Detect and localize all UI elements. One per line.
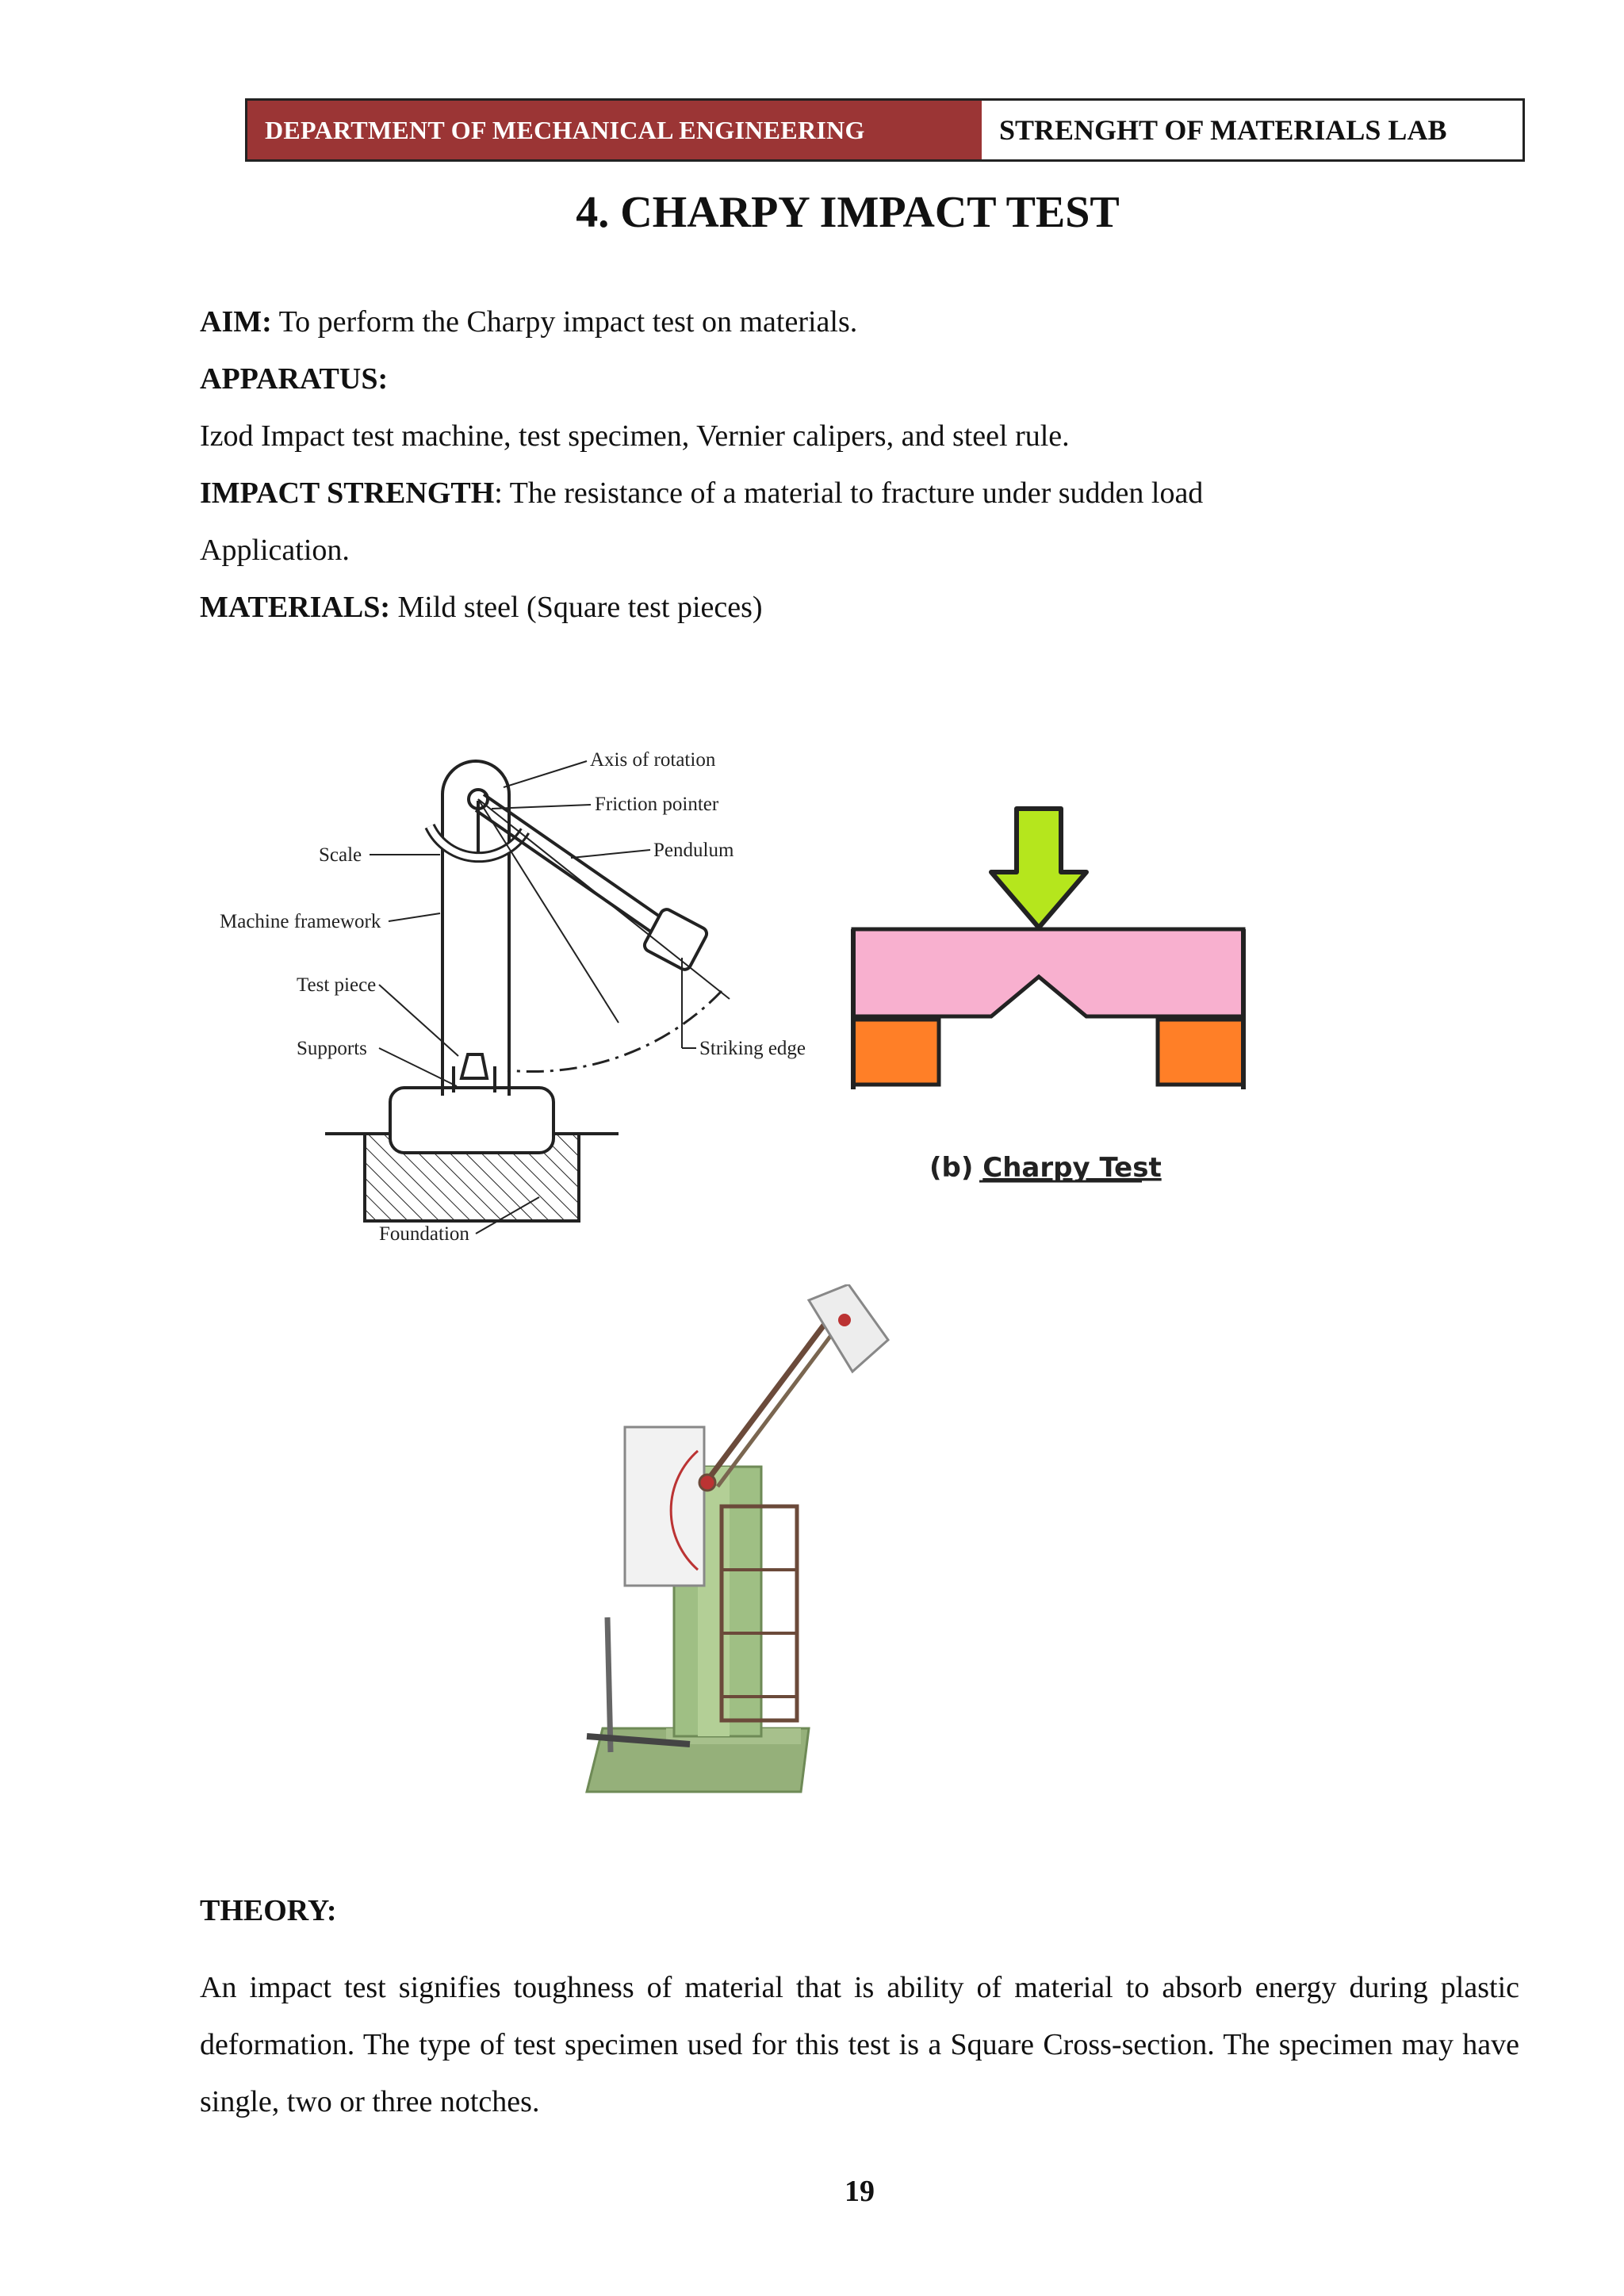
pendulum-head (642, 908, 709, 971)
release-lever (604, 1617, 614, 1753)
label-pendulum: Pendulum (653, 840, 734, 861)
theory-paragraph: An impact test signifies toughness of ma… (200, 1971, 1519, 2118)
label-test-piece: Test piece (297, 974, 376, 996)
test-piece (459, 1053, 489, 1080)
materials-line: MATERIALS: Mild steel (Square test piece… (200, 590, 763, 626)
label-scale: Scale (319, 844, 362, 866)
scale-panel (623, 1425, 706, 1587)
charpy-specimen-diagram: (b) Charpy Test (851, 806, 1246, 1184)
materials-text: Mild steel (Square test pieces) (390, 591, 763, 624)
label-friction-pointer: Friction pointer (595, 794, 719, 815)
pendulum-arm-photo (703, 1322, 827, 1485)
impact-strength-text: : The resistance of a material to fractu… (494, 476, 1204, 510)
impact-strength-label: IMPACT STRENGTH (200, 476, 495, 510)
label-striking-edge: Striking edge (699, 1038, 806, 1059)
impact-machine-photo (585, 1284, 891, 1793)
aim-text: To perform the Charpy impact test on mat… (271, 305, 858, 339)
label-foundation: Foundation (379, 1223, 469, 1245)
impact-strength-continuation: Application. (200, 534, 350, 567)
lab-name: STRENGHT OF MATERIALS LAB (982, 101, 1522, 159)
apparatus-label: APPARATUS: (200, 362, 389, 396)
caption-link: Charpy Test (982, 1152, 1161, 1184)
aim-label: AIM: (200, 305, 272, 339)
label-axis-of-rotation: Axis of rotation (590, 749, 716, 771)
pendulum-arm (474, 809, 672, 947)
apparatus-text: Izod Impact test machine, test specimen,… (200, 419, 1070, 453)
page-title: 4. CHARPY IMPACT TEST (576, 188, 1120, 237)
swing-path (507, 989, 723, 1073)
notched-specimen (851, 927, 1246, 1019)
apparatus-heading: APPARATUS: (200, 362, 388, 398)
aim-line: AIM: To perform the Charpy impact test o… (200, 304, 857, 341)
theory-heading: THEORY: (200, 1894, 337, 1927)
svg-text:(b) Charpy Test: (b) Charpy Test (929, 1152, 1162, 1184)
label-machine-framework: Machine framework (220, 911, 381, 932)
pivot-photo (698, 1473, 717, 1492)
impact-machine-diagram: Axis of rotation Friction pointer Pendul… (220, 749, 806, 1245)
support-block-right (1155, 1017, 1246, 1087)
safety-guard (719, 1504, 799, 1723)
pendulum-hammer (806, 1284, 891, 1374)
machine-column (441, 760, 511, 1096)
page-number: 19 (845, 2175, 875, 2208)
materials-label: MATERIALS: (200, 591, 390, 624)
support-block-left (851, 1017, 941, 1087)
page-header: DEPARTMENT OF MECHANICAL ENGINEERING STR… (245, 98, 1525, 162)
machine-base (389, 1086, 555, 1154)
label-supports: Supports (297, 1038, 367, 1059)
impact-strength-line: IMPACT STRENGTH: The resistance of a mat… (200, 476, 1203, 512)
caption-prefix: (b) (929, 1152, 982, 1184)
department-name: DEPARTMENT OF MECHANICAL ENGINEERING (247, 101, 982, 159)
load-arrow (989, 806, 1089, 930)
